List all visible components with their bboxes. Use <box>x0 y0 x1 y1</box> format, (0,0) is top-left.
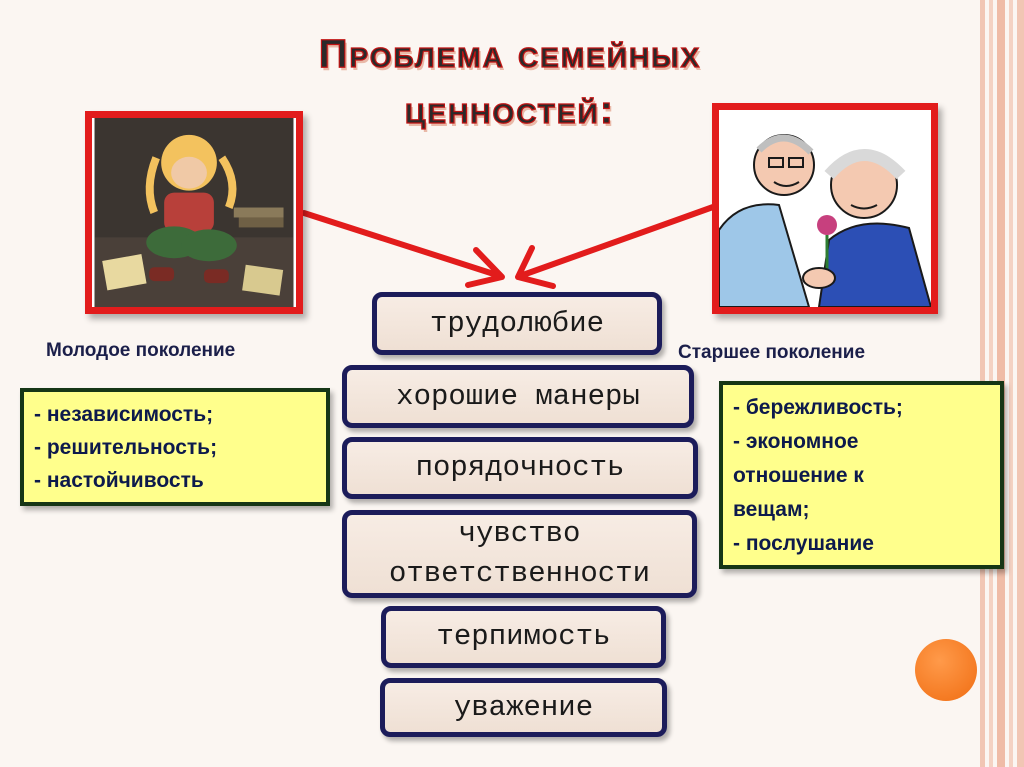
value-box-respect: уважение <box>380 678 667 737</box>
old-traits-box: - бережливость; - экономное отношение к … <box>719 381 1004 569</box>
young-traits-box: - независимость; - решительность; - наст… <box>20 388 330 506</box>
old-trait-item: - послушание <box>733 532 874 555</box>
old-trait-item: отношение к <box>733 464 864 487</box>
value-box-hard-work: трудолюбие <box>372 292 662 355</box>
value-label: хорошие манеры <box>396 379 640 413</box>
young-trait-item: - решительность; <box>34 436 218 459</box>
value-label: чувство ответственности <box>388 517 651 590</box>
elderly-couple-icon <box>719 110 931 307</box>
decorative-orange-dot <box>915 639 977 701</box>
young-trait-item: - настойчивость <box>34 469 204 492</box>
old-trait-item: - экономное <box>733 430 859 453</box>
arrow-right <box>515 204 716 289</box>
page-title-line-2: ценностей: <box>404 87 616 132</box>
girl-reading-books-icon <box>94 118 294 307</box>
value-box-responsibility: чувство ответственности <box>342 510 697 598</box>
value-box-tolerance: терпимость <box>381 606 666 668</box>
value-box-good-manners: хорошие манеры <box>342 365 694 428</box>
young-generation-picture <box>85 111 303 314</box>
value-label: трудолюбие <box>429 306 605 340</box>
value-label: терпимость <box>436 620 611 653</box>
value-label: уважение <box>453 690 594 724</box>
old-trait-item: вещам; <box>733 498 810 521</box>
page-title-line-1: Проблема семейных <box>318 31 702 76</box>
value-label: порядочность <box>415 451 625 484</box>
arrow-left <box>301 210 505 288</box>
young-trait-item: - независимость; <box>34 403 214 426</box>
old-trait-item: - бережливость; <box>733 396 903 419</box>
old-generation-picture <box>712 103 938 314</box>
young-generation-label: Молодое поколение <box>46 340 236 361</box>
old-generation-label: Старшее поколение <box>678 342 866 363</box>
value-box-decency: порядочность <box>342 437 698 499</box>
